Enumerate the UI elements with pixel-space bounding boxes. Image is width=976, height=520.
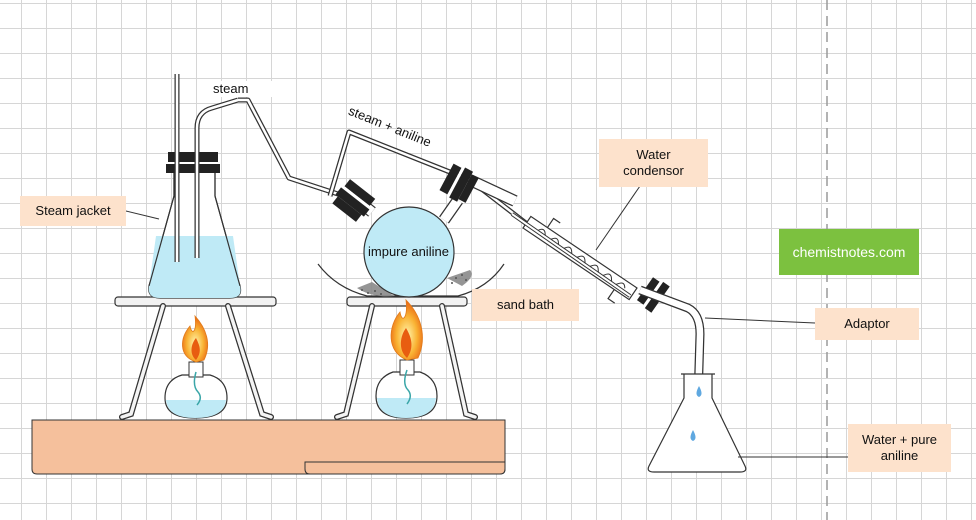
water-pure-aniline-label: Water + pure aniline [848,424,951,472]
bench [31,419,506,475]
watermark: chemistnotes.com [779,229,919,275]
middle-spirit-burner [375,359,438,419]
left-tripod-stand [114,296,277,420]
sand-bath [317,263,505,297]
left-burner-flame [182,314,208,363]
receiving-flask [647,373,747,473]
middle-burner-flame [390,298,423,361]
steam-jacket-label: Steam jacket [20,196,126,226]
left-spirit-burner [164,361,228,419]
adaptor-tube [638,285,705,401]
stopper-right [439,163,479,203]
steam-tubes [174,74,345,262]
leader-lines [125,185,848,458]
impure-aniline-label: impure aniline [368,244,449,259]
water-condensor-label: Water condensor [599,139,708,187]
adaptor-label: Adaptor [815,308,919,340]
connecting-tube [327,129,529,226]
water-condenser [510,212,638,304]
sand-bath-label: sand bath [472,289,579,321]
steam-label: steam [213,81,273,97]
stopper-left [332,179,376,222]
